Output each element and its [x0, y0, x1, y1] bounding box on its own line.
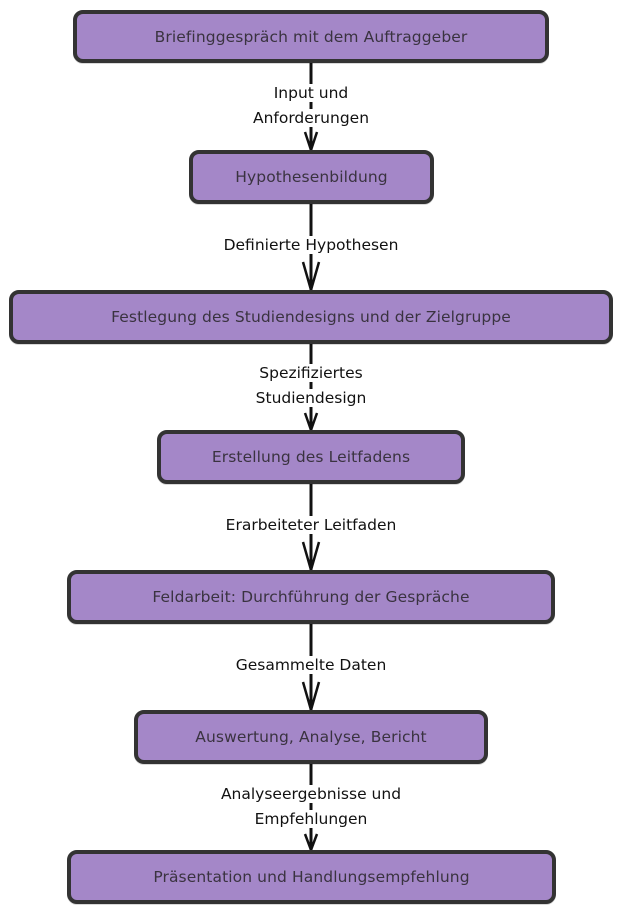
edge-label-line: Analyseergebnisse und — [218, 785, 404, 803]
edge-label-line: Empfehlungen — [252, 810, 370, 828]
edge-label-n2-n3: Definierte Hypothesen — [0, 233, 622, 258]
node-label: Feldarbeit: Durchführung der Gespräche — [152, 588, 470, 606]
node-studiendesign: Festlegung des Studiendesigns und der Zi… — [9, 290, 613, 344]
node-label: Erstellung des Leitfadens — [211, 448, 411, 466]
node-label: Präsentation und Handlungsempfehlung — [153, 868, 470, 886]
edge-label-n1-n2: Input und Anforderungen — [0, 81, 622, 131]
node-leitfaden: Erstellung des Leitfadens — [157, 430, 465, 484]
node-praesentation: Präsentation und Handlungsempfehlung — [67, 850, 556, 904]
edge-label-line: Erarbeiteter Leitfaden — [223, 516, 399, 534]
edge-label-n3-n4: Spezifiziertes Studiendesign — [0, 361, 622, 411]
node-auswertung: Auswertung, Analyse, Bericht — [134, 710, 488, 764]
edge-label-line: Spezifiziertes — [257, 364, 365, 382]
node-feldarbeit: Feldarbeit: Durchführung der Gespräche — [67, 570, 555, 624]
edge-label-line: Gesammelte Daten — [233, 656, 389, 674]
node-hypothesenbildung: Hypothesenbildung — [189, 150, 434, 204]
node-label: Festlegung des Studiendesigns und der Zi… — [111, 308, 511, 326]
edge-label-n5-n6: Gesammelte Daten — [0, 653, 622, 678]
node-briefing: Briefinggespräch mit dem Auftraggeber — [73, 10, 549, 63]
edge-label-n4-n5: Erarbeiteter Leitfaden — [0, 513, 622, 538]
node-label: Auswertung, Analyse, Bericht — [195, 728, 427, 746]
node-label: Briefinggespräch mit dem Auftraggeber — [154, 27, 468, 46]
edge-label-line: Definierte Hypothesen — [221, 236, 401, 254]
edge-label-n6-n7: Analyseergebnisse und Empfehlungen — [0, 782, 622, 832]
edge-label-line: Input und — [271, 84, 351, 102]
node-label: Hypothesenbildung — [235, 168, 388, 186]
edge-label-line: Studiendesign — [253, 389, 369, 407]
edge-label-line: Anforderungen — [250, 109, 372, 127]
